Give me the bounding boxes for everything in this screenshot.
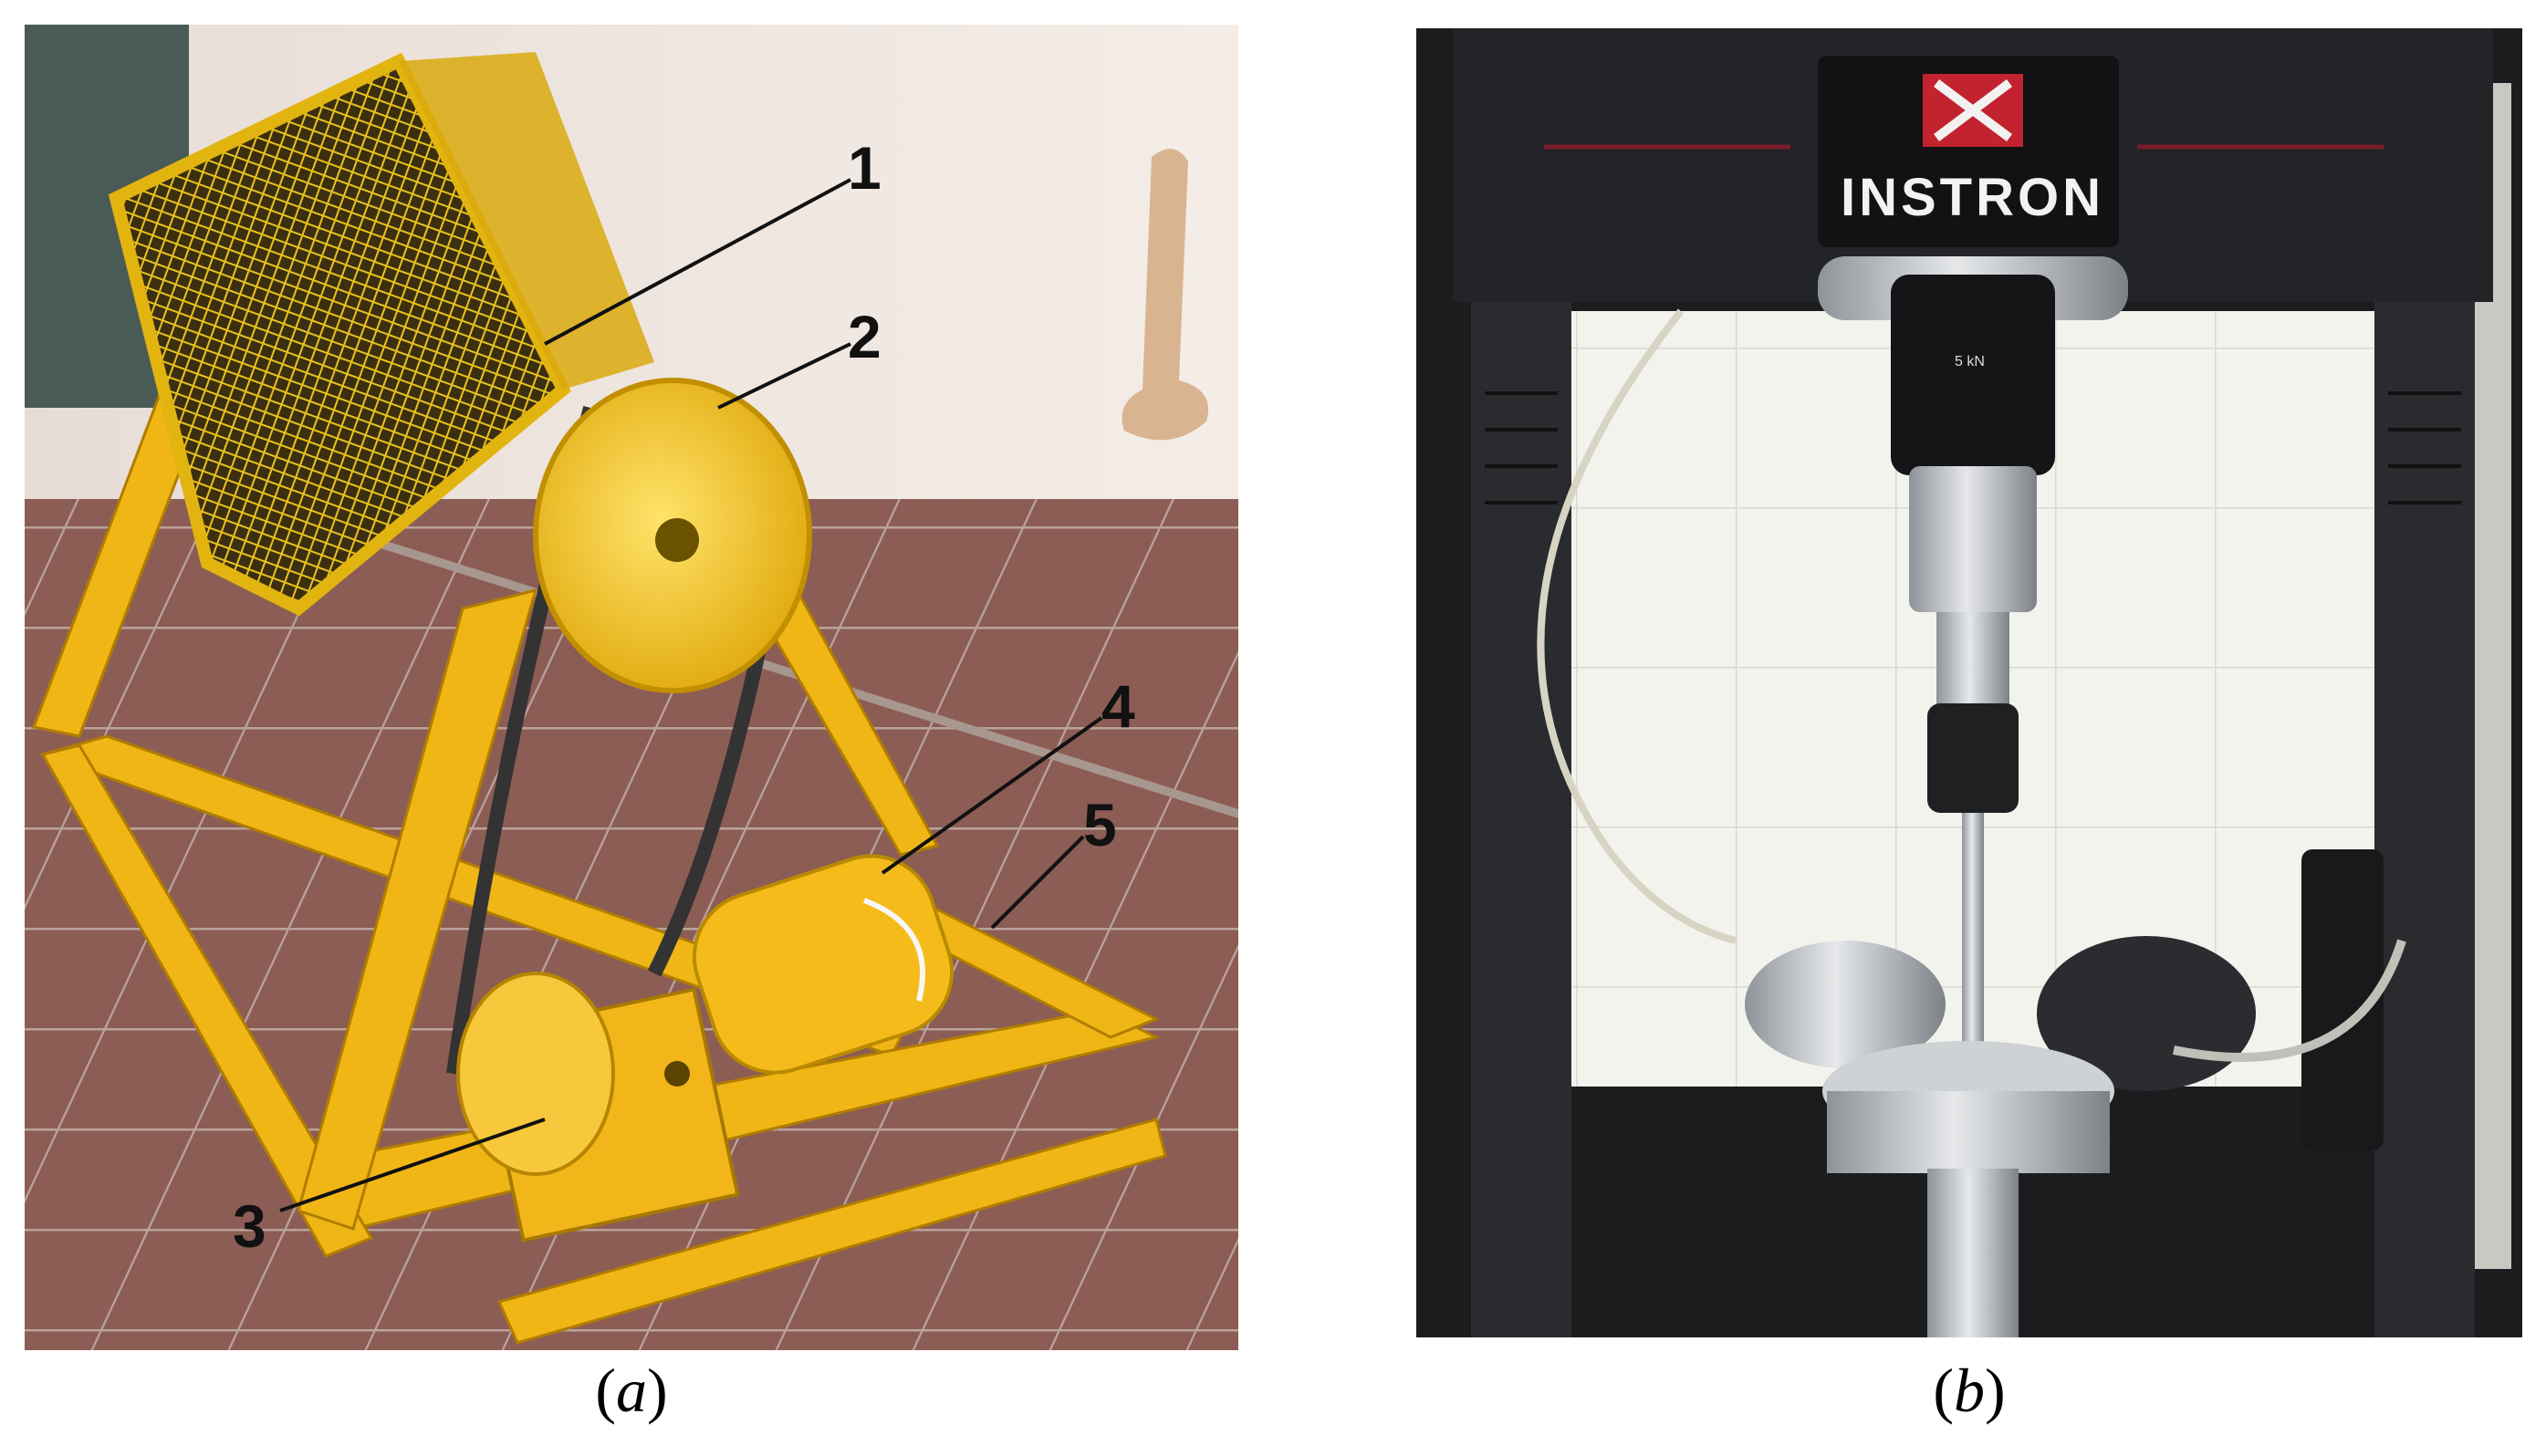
small-pulley — [456, 972, 615, 1176]
drum-side — [399, 52, 654, 390]
photo-panel-b: INSTRON 5 kN — [1416, 28, 2522, 1337]
photo-panel-a: 1 2 3 4 5 — [25, 25, 1238, 1350]
column-vents — [1485, 391, 2461, 504]
caption-a-close: ) — [647, 1356, 668, 1425]
motor-wires — [862, 898, 925, 1002]
left-roller — [1745, 941, 1946, 1068]
load-cell-label: 5 kN — [1955, 354, 1985, 369]
pneumatic-tube — [1537, 308, 1737, 944]
abrasion-rig-photo: 1 2 3 4 5 — [25, 25, 1238, 1350]
callout-2: 2 — [848, 303, 882, 370]
caption-a: (a) — [595, 1359, 667, 1421]
upper-grip — [1936, 612, 2009, 712]
left-column — [1471, 256, 1571, 1337]
side-box — [2301, 849, 2384, 1150]
caption-b-close: ) — [1985, 1356, 2006, 1425]
mesh-drum — [108, 52, 571, 617]
callout-4: 4 — [1101, 672, 1135, 740]
callout-3: 3 — [233, 1192, 266, 1260]
caption-b-letter: b — [1954, 1356, 1985, 1425]
caption-a-open: ( — [595, 1356, 616, 1425]
callout-5: 5 — [1083, 791, 1117, 858]
caption-a-letter: a — [616, 1356, 647, 1425]
load-cell — [1891, 275, 2055, 475]
cable — [2173, 939, 2406, 1062]
brand-name: INSTRON — [1841, 168, 2104, 227]
lower-post — [1927, 1169, 2019, 1337]
platen-base — [1827, 1091, 2110, 1173]
callout-1: 1 — [848, 134, 882, 202]
chuck — [1927, 703, 2019, 813]
callout-leaders — [279, 178, 1103, 1212]
upper-adapter — [1909, 466, 2037, 612]
caption-b-open: ( — [1933, 1356, 1954, 1425]
caption-b: (b) — [1933, 1359, 2005, 1421]
brand-plate — [1818, 56, 2119, 247]
instron-machine-photo: INSTRON 5 kN — [1416, 28, 2522, 1337]
wall-hook — [1122, 149, 1208, 441]
right-column — [2374, 256, 2475, 1337]
